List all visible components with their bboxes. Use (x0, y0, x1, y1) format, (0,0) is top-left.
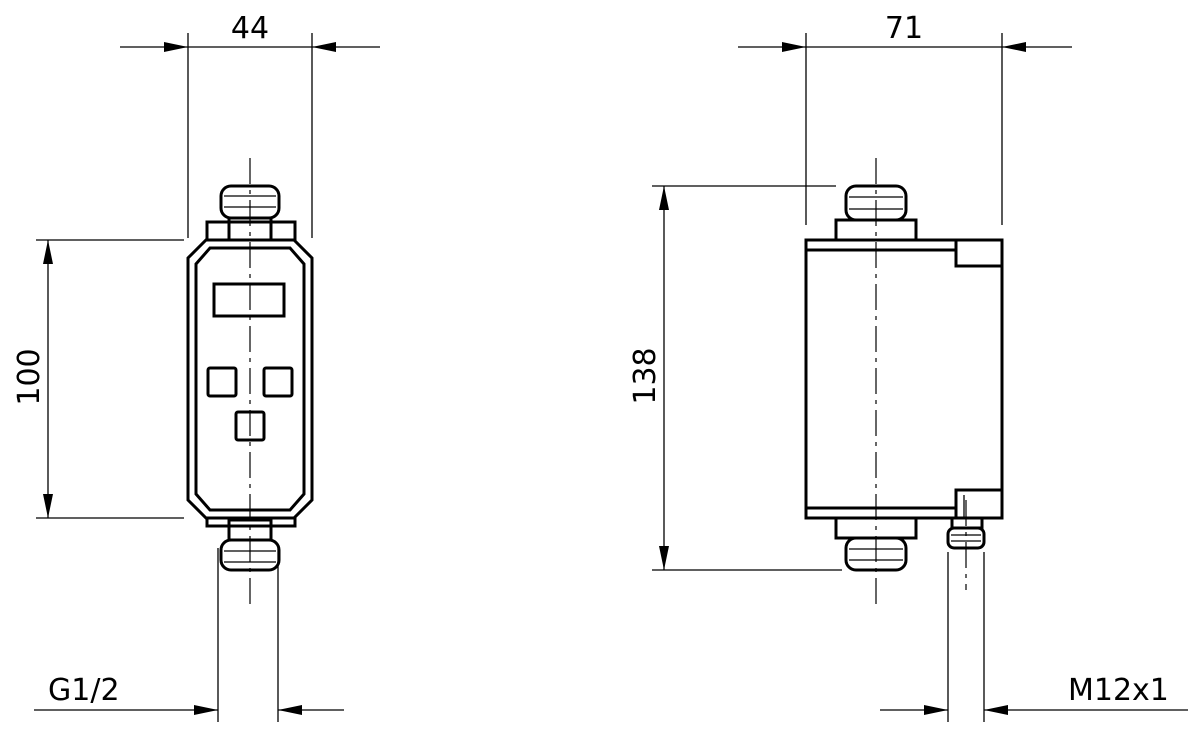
display-window (212, 282, 286, 318)
front-height-dimension: 100 (12, 239, 184, 519)
side-height-label: 138 (628, 347, 663, 404)
front-thread-label: G1/2 (48, 673, 120, 708)
side-housing (804, 238, 1004, 520)
side-width-dimension: 71 (738, 11, 1072, 225)
side-connector-dimension: M12x1 (880, 552, 1188, 722)
side-connector-label: M12x1 (1068, 673, 1169, 708)
front-top-connector (205, 184, 297, 242)
front-width-label: 44 (231, 11, 269, 46)
side-width-label: 71 (885, 11, 923, 46)
button-left (206, 366, 238, 398)
side-view: 71 138 M12x1 (628, 11, 1188, 722)
button-right (262, 366, 294, 398)
side-height-dimension: 138 (628, 185, 842, 571)
front-view: 44 100 G1/2 (12, 11, 380, 722)
front-width-dimension: 44 (120, 11, 380, 238)
front-height-label: 100 (12, 348, 47, 405)
front-thread-dimension: G1/2 (34, 548, 344, 722)
front-bottom-connector (205, 516, 297, 572)
